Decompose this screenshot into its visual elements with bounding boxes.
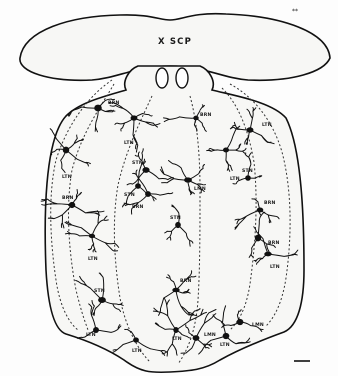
neuron-soma [89, 234, 95, 238]
neuron-label: BRN [200, 112, 211, 118]
neuron-label: BRN [62, 195, 73, 201]
neuron-label: BRN [264, 200, 275, 206]
neuron-soma [145, 191, 151, 197]
neuron-soma [175, 222, 181, 228]
neuron-soma [172, 288, 179, 293]
neuron-label: BRN [268, 240, 279, 246]
neuron-soma [98, 297, 106, 303]
neuron-soma [173, 327, 178, 333]
neuron-soma [247, 127, 254, 132]
neuron-label: BRN [180, 278, 191, 284]
neuron-label: LTN [62, 174, 72, 180]
neuron-soma [69, 202, 76, 208]
neuron-label: BRN [132, 204, 143, 210]
neuron-soma [142, 167, 149, 173]
top-label: X SCP [158, 37, 192, 47]
neuron-soma [135, 183, 141, 189]
left-ocellus [156, 68, 168, 88]
neuron-soma [131, 115, 138, 120]
neuron-label: STN [94, 288, 105, 294]
neuron-label: STN [124, 192, 135, 198]
neuron-label: LTN [262, 122, 272, 128]
neuron-soma [264, 252, 271, 257]
neuron-label: LTN [220, 342, 230, 348]
neuron-soma [184, 177, 192, 182]
neuron-soma [237, 319, 244, 325]
neuron-soma [255, 235, 261, 242]
neuron-soma [223, 148, 229, 153]
neuron-label: LMN [204, 332, 216, 338]
neuron-soma [63, 147, 69, 154]
neuron-label: LMN [252, 322, 264, 328]
neuron-label: STN [170, 215, 181, 221]
neuron-soma [193, 116, 198, 121]
neuron-soma [133, 337, 139, 342]
neuron-soma [94, 105, 102, 112]
neuron-soma [193, 335, 200, 341]
page-mark: ** [292, 8, 298, 15]
neuron-label: LMN [194, 186, 206, 192]
neuron-label: LTN [86, 332, 96, 338]
neuron-soma [245, 175, 251, 181]
neuron-label: LTN [132, 348, 142, 354]
neuron-label: LTN [270, 264, 280, 270]
neuron-label: LTN [88, 256, 98, 262]
neuron-soma [223, 333, 230, 339]
neuron-soma [257, 208, 264, 213]
right-ocellus [176, 68, 188, 88]
neuron-label: LTN [172, 336, 182, 342]
neuron-label: LTN [124, 140, 134, 146]
neuron-label: STN [242, 168, 253, 174]
